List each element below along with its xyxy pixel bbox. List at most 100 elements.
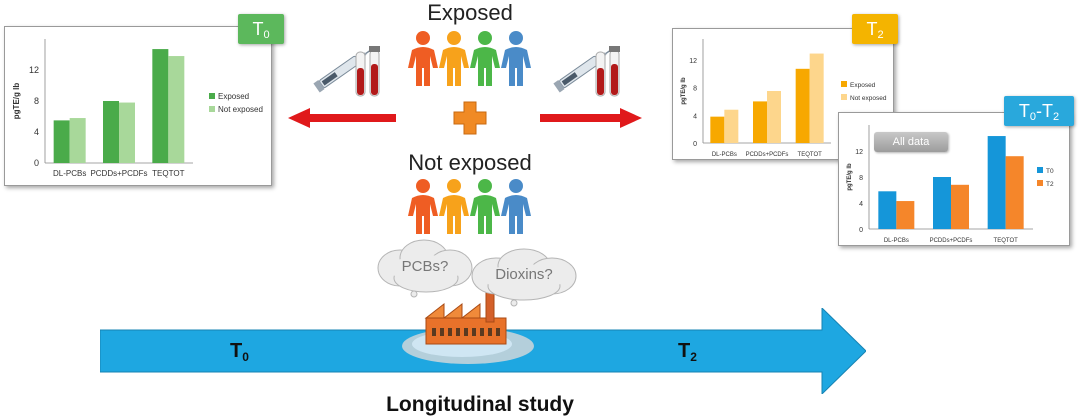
bar [933,177,951,229]
bar [724,109,739,143]
all-data-badge: All data [874,132,948,152]
person-icon [501,179,531,234]
timeline-t0-sub: 0 [242,350,249,364]
legend-label: Not exposed [850,95,887,102]
x-tick-label: PCDDs+PCDFs [930,238,973,244]
x-tick-label: DL-PCBs [712,152,737,158]
tag-t0: T0 [238,14,284,44]
y-tick-label: 4 [693,113,697,120]
person-icon [439,31,469,86]
chart-t0: 0 4 8 12 pgTE/g lb DL-PCBs PCDDs+PCDFs TEQTOT Ex… [12,39,263,178]
person-icon [408,179,438,234]
y-axis-label: pgTE/g lb [12,83,21,120]
x-tick-label: PCDDs+PCDFs [746,152,789,158]
plus-icon [453,101,487,135]
y-tick-label: 8 [693,86,697,93]
x-tick-label: DL-PCBs [884,238,909,244]
y-tick-label: 8 [34,96,39,106]
bar [53,120,70,163]
y-axis-label: pgTE/g lb [847,163,853,191]
bar [103,101,119,163]
legend-label: Exposed [850,82,876,89]
bar [795,68,810,143]
y-tick-label: 0 [34,158,39,168]
timeline-t0-label: T0 [230,340,249,364]
not-exposed-label: Not exposed [408,150,532,175]
timeline-t0-main: T [230,340,243,362]
longitudinal-study-label: Longitudinal study [386,393,574,416]
legend-label: T0 [1046,168,1054,175]
y-tick-label: 12 [29,65,39,75]
bar [119,102,135,163]
legend-swatch [1037,180,1043,186]
tag-t0t2-b-sub: 2 [1053,111,1060,123]
legend-label: Exposed [218,92,249,101]
bar [152,49,169,164]
y-tick-label: 12 [855,149,863,156]
tag-t0-main: T [252,19,264,39]
cloud-dioxins-label: Dioxins? [495,266,553,283]
bar [878,191,897,229]
chart-t0-t2: 0 4 8 12 pgTE/g lb DL-PCBs PCDDs+PCDFs TEQTOT T0… [847,125,1054,244]
bar [951,184,969,229]
exposed-people-group [408,31,531,86]
tag-t2-sub: 2 [877,29,884,41]
tag-t0-t2: T0-T2 [1004,96,1074,126]
legend-label: T2 [1046,181,1054,188]
bar [896,201,915,229]
y-tick-label: 4 [34,127,39,137]
bar [1005,156,1024,229]
tag-t0t2-a-sub: 0 [1029,111,1036,123]
person-icon [408,31,438,86]
tag-t2-main: T [866,19,878,39]
bar [987,136,1006,229]
y-axis-label: pgTE/g lb [681,77,687,105]
x-tick-label: DL-PCBs [53,169,86,178]
left-red-arrow [288,108,396,128]
exposed-label: Exposed [427,0,513,25]
timeline-t2-sub: 2 [690,350,697,364]
person-icon [439,179,469,234]
y-tick-label: 8 [859,175,863,182]
y-tick-label: 4 [859,201,863,208]
x-tick-label: TEQTOT [994,238,1019,244]
bar [809,53,824,143]
bar [753,101,767,143]
timeline-t2-main: T [678,340,691,362]
timeline-t2-label: T2 [678,340,697,364]
bar [767,91,781,143]
not-exposed-people-group [408,179,531,234]
tag-t2: T2 [852,14,898,44]
tag-t0-sub: 0 [263,29,270,41]
legend-swatch [209,93,215,99]
person-icon [501,31,531,86]
tag-t0t2-a: T [1018,101,1030,121]
person-icon [470,31,500,86]
legend-swatch [1037,167,1043,173]
tag-t0t2-b: T [1042,101,1053,121]
cloud-pcbs-icon [377,239,473,298]
y-tick-label: 12 [689,58,697,65]
chart-panel-t0: 0 4 8 12 pgTE/g lb DL-PCBs PCDDs+PCDFs TEQTOT Ex… [4,26,272,186]
x-tick-label: TEQTOT [152,169,184,178]
legend-swatch [209,106,215,112]
person-icon [470,179,500,234]
legend-swatch [841,81,847,87]
legend-label: Not exposed [218,105,263,114]
chart-t2: 0 4 8 12 pgTE/g lb DL-PCBs PCDDs+PCDFs TEQTOT Ex… [681,39,887,158]
cloud-dioxins-icon [471,248,577,307]
y-tick-label: 0 [693,141,697,148]
x-tick-label: TEQTOT [798,152,823,158]
x-tick-label: PCDDs+PCDFs [90,169,147,178]
chart-panel-t0-t2: 0 4 8 12 pgTE/g lb DL-PCBs PCDDs+PCDFs TEQTOT T0… [838,112,1070,246]
bar [710,116,725,143]
cloud-pcbs-label: PCBs? [401,258,449,275]
right-red-arrow [540,108,642,128]
bar [69,118,86,163]
bar [168,56,185,163]
legend-swatch [841,94,847,100]
factory-icon [402,291,534,364]
tag-t0t2-dash: - [1036,101,1042,121]
right-syringe-tubes-icon [553,46,620,97]
y-tick-label: 0 [859,227,863,234]
